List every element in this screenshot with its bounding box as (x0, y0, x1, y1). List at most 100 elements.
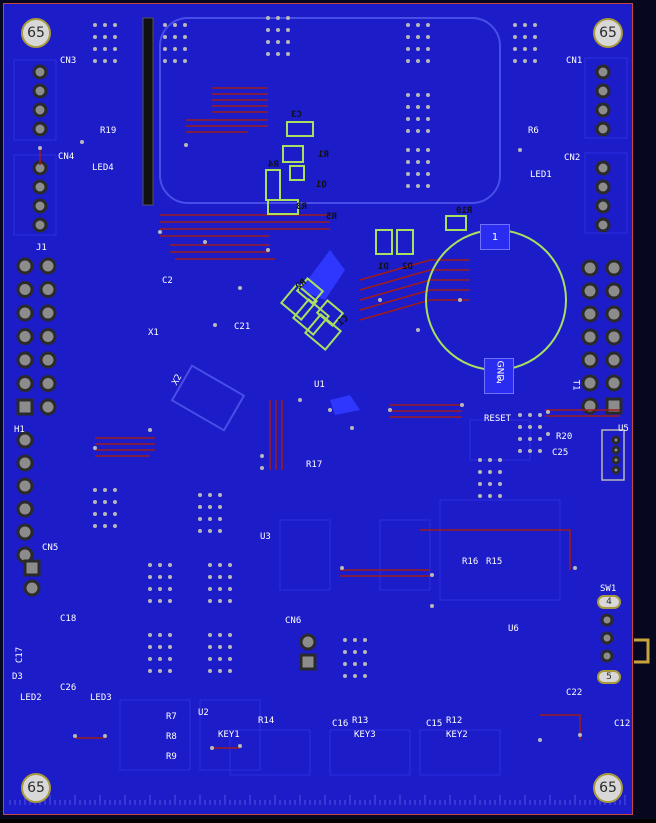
via (416, 184, 420, 188)
via (518, 425, 522, 429)
via (340, 566, 344, 570)
via (498, 470, 502, 474)
via (406, 35, 410, 39)
sw1-pin (600, 649, 614, 663)
via (513, 59, 517, 63)
via (173, 35, 177, 39)
via (406, 117, 410, 121)
via (198, 505, 202, 509)
label-r8: R8 (166, 732, 177, 742)
via (203, 240, 207, 244)
via (208, 563, 212, 567)
label-r20: R20 (556, 432, 573, 442)
label-d1: D1 (378, 262, 389, 272)
via (498, 494, 502, 498)
via (533, 59, 537, 63)
j1-pin (16, 328, 34, 345)
via (103, 59, 107, 63)
label-r15: R15 (486, 557, 503, 567)
via (363, 662, 367, 666)
label-cn4: CN4 (58, 152, 75, 162)
j1-pin (16, 281, 34, 298)
label-q1: Q1 (316, 180, 327, 190)
label-led3: LED3 (90, 693, 112, 703)
u5-pin (611, 455, 621, 465)
via (218, 587, 222, 591)
via (416, 117, 420, 121)
via (228, 645, 232, 649)
connector-pin (595, 198, 611, 214)
via (426, 117, 430, 121)
via (148, 575, 152, 579)
via (266, 248, 270, 252)
via (478, 482, 482, 486)
via (343, 662, 347, 666)
via (113, 512, 117, 516)
via (546, 432, 550, 436)
via (286, 28, 290, 32)
mounting-hole-top-right: 65 (593, 18, 623, 48)
label-r10: R10 (456, 206, 473, 216)
via (158, 599, 162, 603)
label-c3: C3 (291, 110, 302, 120)
via (343, 674, 347, 678)
via (478, 458, 482, 462)
j2-pin (581, 374, 599, 392)
connector-pin (32, 102, 48, 118)
via (426, 172, 430, 176)
via (378, 298, 382, 302)
via (533, 23, 537, 27)
label-c26: C26 (60, 683, 77, 693)
via (228, 599, 232, 603)
via (426, 35, 430, 39)
via (238, 286, 242, 290)
h1-pin (16, 477, 34, 495)
via (416, 328, 420, 332)
via (228, 633, 232, 637)
via (228, 563, 232, 567)
via (80, 140, 84, 144)
via (353, 674, 357, 678)
via (478, 470, 482, 474)
via (573, 566, 577, 570)
connector-pin (32, 198, 48, 214)
via (218, 517, 222, 521)
label-h1: H1 (14, 425, 25, 435)
via (218, 599, 222, 603)
via (208, 657, 212, 661)
via (363, 638, 367, 642)
j1-pin (39, 398, 57, 416)
via (538, 738, 542, 742)
label-j1: J1 (36, 243, 47, 253)
via (113, 59, 117, 63)
via (93, 59, 97, 63)
via (328, 408, 332, 412)
via (426, 105, 430, 109)
via (163, 35, 167, 39)
label-key3: KEY3 (354, 730, 376, 740)
via (163, 59, 167, 63)
via (416, 59, 420, 63)
h1-pin (16, 454, 34, 472)
via (460, 403, 464, 407)
via (163, 23, 167, 27)
via (426, 184, 430, 188)
via (73, 734, 77, 738)
via (426, 160, 430, 164)
cn6-pin (299, 653, 317, 671)
label-d2: D2 (402, 262, 413, 272)
h1-pin (16, 500, 34, 518)
label-led4: LED4 (92, 163, 114, 173)
via (518, 413, 522, 417)
via (498, 482, 502, 486)
via (38, 146, 42, 150)
connector-pin (32, 64, 48, 80)
via (158, 633, 162, 637)
via (173, 23, 177, 27)
via (168, 633, 172, 637)
via (538, 425, 542, 429)
via (416, 148, 420, 152)
via (158, 230, 162, 234)
via (538, 449, 542, 453)
via (416, 172, 420, 176)
